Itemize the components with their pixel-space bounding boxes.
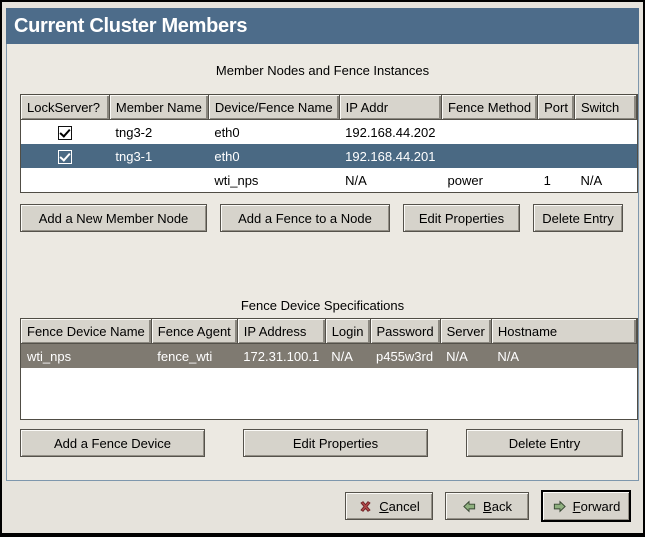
column-header[interactable]: Fence Method [442,95,538,120]
column-header[interactable]: Switch [574,95,636,120]
forward-button-label: Forward [573,499,621,514]
column-header[interactable]: Fence Device Name [21,319,151,344]
cancel-button-label: Cancel [379,499,419,514]
cancel-button[interactable]: Cancel [345,492,433,520]
add-member-node-button[interactable]: Add a New Member Node [20,204,207,232]
table-row[interactable]: wti_npsfence_wti172.31.100.1N/Ap455w3rdN… [21,344,637,369]
fence-devices-table: Fence Device NameFence AgentIP AddressLo… [21,319,637,368]
table-row[interactable]: wti_npsN/Apower1N/A [21,168,637,192]
fence-devices-table-frame: Fence Device NameFence AgentIP AddressLo… [20,318,638,420]
add-fence-to-node-button[interactable]: Add a Fence to a Node [220,204,390,232]
edit-member-properties-button[interactable]: Edit Properties [403,204,520,232]
column-header[interactable]: Fence Agent [151,319,237,344]
delete-member-entry-button[interactable]: Delete Entry [533,204,623,232]
table-row[interactable]: tng3-1eth0192.168.44.201 [21,144,637,168]
table-row[interactable]: tng3-2eth0192.168.44.202 [21,120,637,145]
wizard-page: Member Nodes and Fence Instances LockSer… [6,44,639,481]
column-header[interactable]: IP Addr [339,95,441,120]
lockserver-checkbox[interactable] [58,150,72,164]
forward-button[interactable]: Forward [541,490,631,522]
column-header[interactable]: LockServer? [21,95,109,120]
member-nodes-table: LockServer?Member NameDevice/Fence NameI… [21,95,637,192]
column-header[interactable]: Hostname [491,319,636,344]
edit-fence-properties-button[interactable]: Edit Properties [243,429,428,457]
members-buttons-row: Add a New Member Node Add a Fence to a N… [20,204,623,232]
member-nodes-table-frame: LockServer?Member NameDevice/Fence NameI… [20,94,638,193]
forward-arrow-icon [552,499,567,514]
fence-buttons-row: Add a Fence Device Edit Properties Delet… [20,429,623,457]
back-arrow-icon [462,499,477,514]
fence-table-caption: Fence Device Specifications [7,298,638,313]
column-header[interactable]: Member Name [109,95,208,120]
back-button-label: Back [483,499,512,514]
column-header[interactable]: Login [325,319,370,344]
column-header[interactable]: Password [370,319,440,344]
red-x-icon [358,499,373,514]
column-header[interactable]: IP Address [237,319,325,344]
footer-button-box: Cancel Back Forward [6,481,639,531]
add-fence-device-button[interactable]: Add a Fence Device [20,429,205,457]
back-button[interactable]: Back [445,492,529,520]
column-header[interactable]: Port [538,95,575,120]
column-header[interactable]: Server [440,319,491,344]
lockserver-checkbox[interactable] [58,126,72,140]
page-title: Current Cluster Members [6,8,639,44]
members-table-caption: Member Nodes and Fence Instances [7,63,638,78]
column-header[interactable]: Device/Fence Name [208,95,339,120]
delete-fence-entry-button[interactable]: Delete Entry [466,429,623,457]
